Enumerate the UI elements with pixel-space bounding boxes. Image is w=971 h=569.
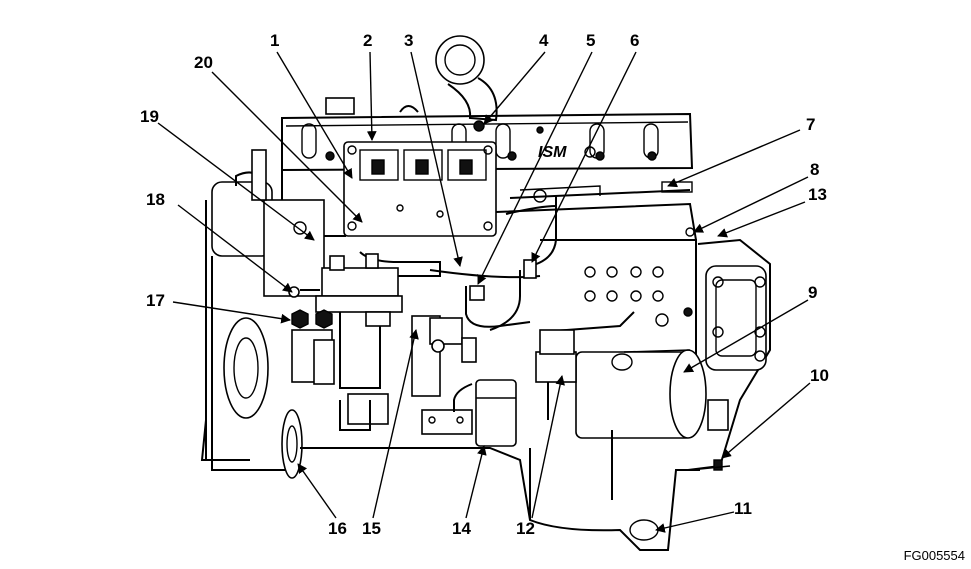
- callout-8: 8: [810, 160, 819, 179]
- starter-motor: [575, 349, 707, 439]
- callout-5: 5: [586, 31, 595, 50]
- oil-pan: [200, 400, 731, 551]
- callout-10: 10: [810, 366, 829, 385]
- callout-2: 2: [363, 31, 372, 50]
- callout-17: 17: [146, 291, 165, 310]
- callout-19: 19: [140, 107, 159, 126]
- callout-4: 4: [539, 31, 549, 50]
- hex-plugs: [291, 309, 333, 329]
- front-pulleys: [205, 149, 325, 479]
- callout-11: 11: [734, 499, 752, 518]
- flywheel-housing: [687, 238, 771, 471]
- callout-12: 12: [516, 519, 535, 538]
- figure-id: FG005554: [903, 548, 965, 563]
- intake-elbow: [435, 35, 498, 122]
- callout-14: 14: [452, 519, 471, 538]
- alternator: [421, 379, 517, 447]
- leader-lines: [157, 51, 811, 533]
- callout-1: 1: [270, 31, 279, 50]
- engine-illustration: ISM: [200, 35, 771, 551]
- callout-labels: 1 2 3 4 5 6 7 8 9 10 11 12 13 14 15 16 1…: [140, 31, 829, 538]
- callout-20: 20: [194, 53, 213, 72]
- callout-7: 7: [806, 115, 815, 134]
- callout-13: 13: [808, 185, 827, 204]
- callout-18: 18: [146, 190, 165, 209]
- callout-6: 6: [630, 31, 639, 50]
- callout-9: 9: [808, 283, 817, 302]
- callout-3: 3: [404, 31, 413, 50]
- valve-cover: ISM: [281, 112, 694, 172]
- callout-16: 16: [328, 519, 347, 538]
- ecm-module: [343, 141, 497, 237]
- engine-block-side: [539, 227, 697, 360]
- callout-15: 15: [362, 519, 381, 538]
